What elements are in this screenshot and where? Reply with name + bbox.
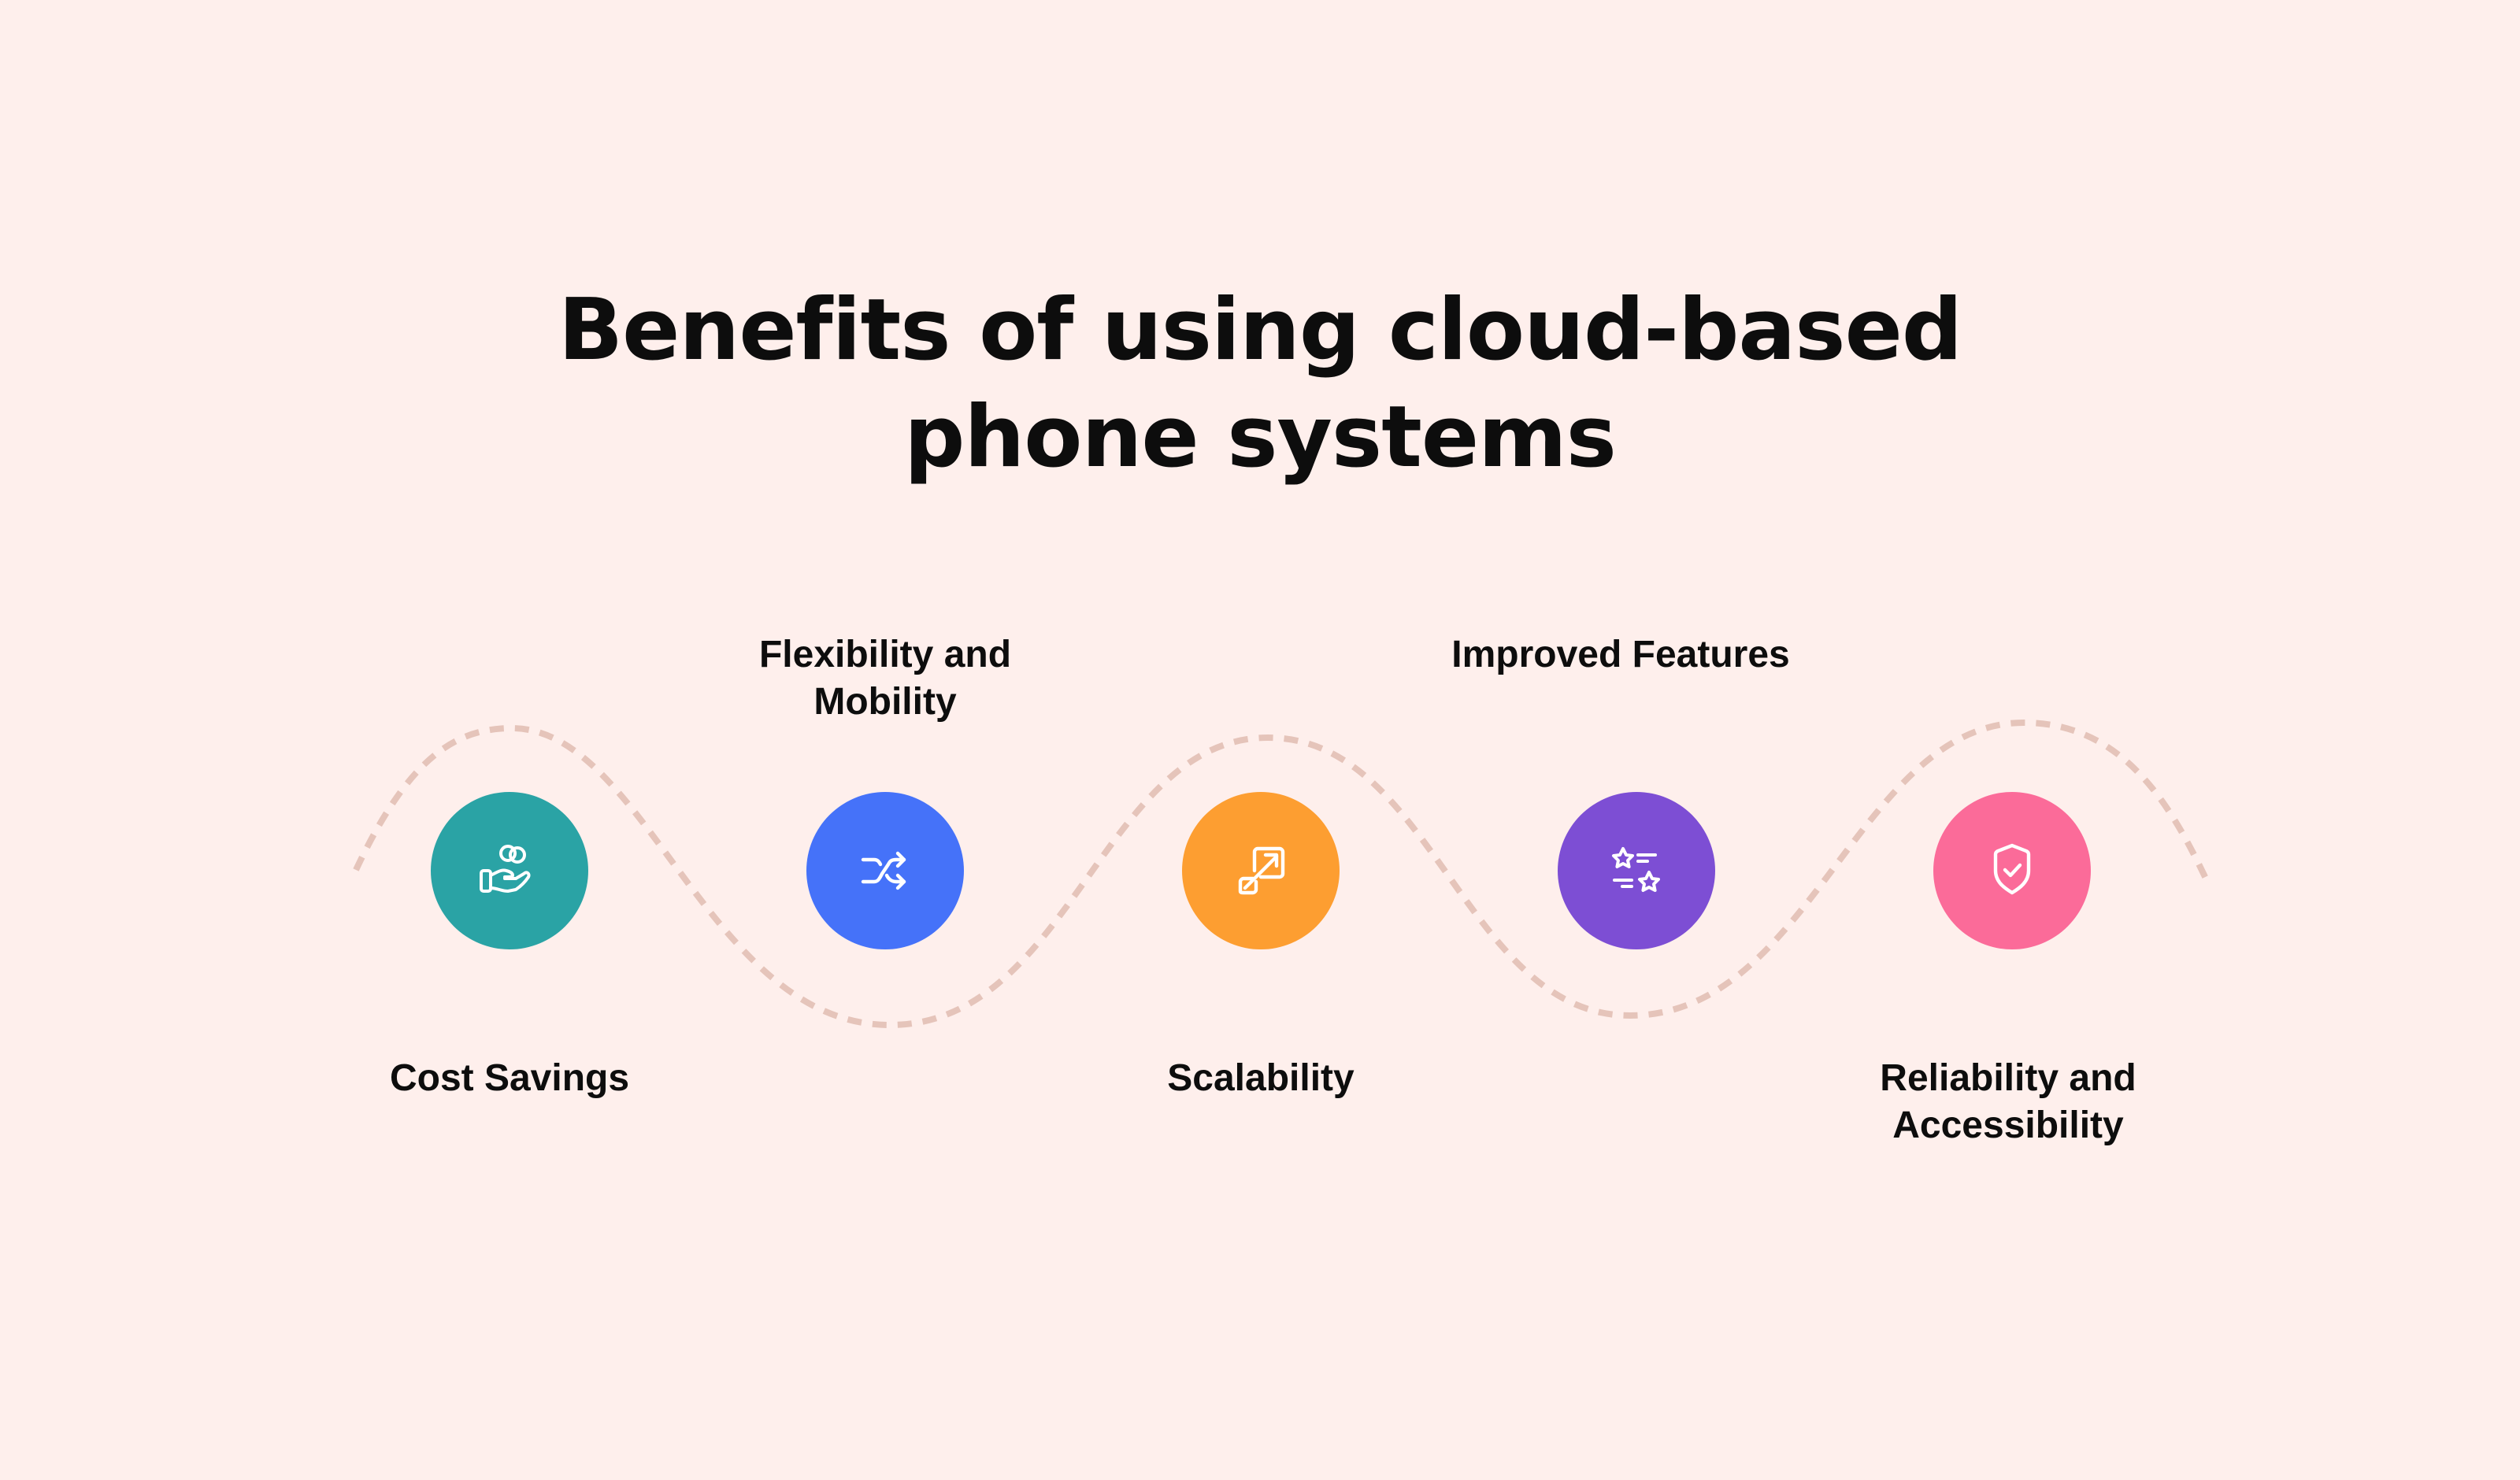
hand-coins-icon [480,845,531,893]
reliability-accessibility-label: Reliability and Accessibility [1880,1057,2136,1146]
title-line-1: Benefits of using cloud-based [558,281,1962,380]
title-line-2: phone systems [904,388,1617,487]
scalability-label: Scalability [1167,1057,1354,1099]
expand-squares-arrow-icon [1238,846,1285,895]
reliability-accessibility-circle [1933,792,2091,949]
stars-list-icon [1612,847,1660,892]
shuffle-arrows-icon [861,851,906,890]
flexibility-mobility-circle [806,792,964,949]
cost-savings-label: Cost Savings [389,1057,630,1099]
improved-features-label: Improved Features [1451,634,1790,675]
cost-savings-circle [431,792,588,949]
page-title: Benefits of using cloud-based phone syst… [0,277,2520,491]
improved-features-circle [1558,792,1715,949]
shield-check-icon [1993,843,2031,895]
scalability-circle [1182,792,1340,949]
flexibility-mobility-label: Flexibility and Mobility [758,634,1012,723]
